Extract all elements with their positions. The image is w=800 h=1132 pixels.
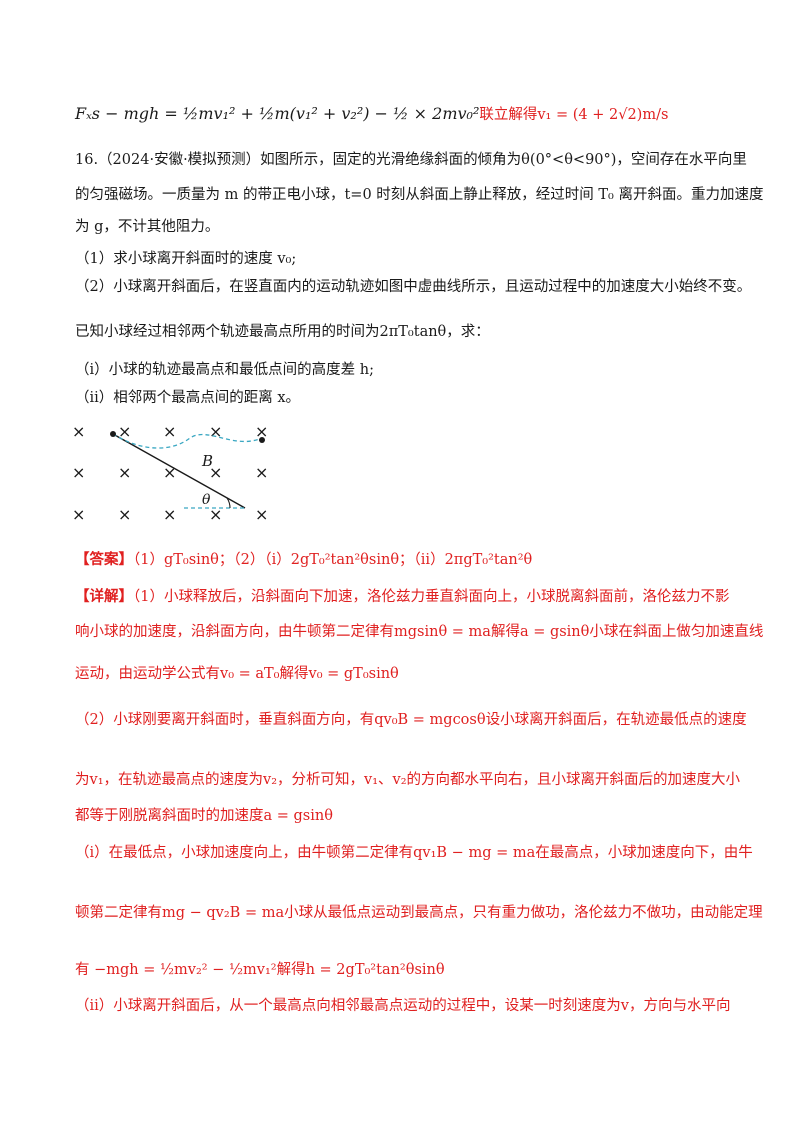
equation-energy: Fₓs − mgh = ½mv₁² + ½m(v₁² + v₂²) − ½ × …	[75, 104, 668, 125]
question-part-1: （1）求小球离开斜面时的速度 v₀;	[75, 251, 297, 267]
detail-line-7: （ⅰ）在最低点，小球加速度向上，由牛顿第二定律有qv₁B − mg = ma在最…	[75, 845, 753, 861]
question-line-3: 为 g，不计其他阻力。	[75, 219, 220, 235]
field-cross: ×	[118, 505, 131, 524]
field-cross: ×	[209, 505, 222, 524]
detail-line-8: 顿第二定律有mg − qv₂B = ma小球从最低点运动到最高点，只有重力做功，…	[75, 905, 763, 921]
field-cross: ×	[72, 505, 85, 524]
detail-line-2: 响小球的加速度，沿斜面方向，由牛顿第二定律有mgsinθ = ma解得a = g…	[75, 624, 764, 640]
detail-line-6: 都等于刚脱离斜面时的加速度a = gsinθ	[75, 808, 333, 824]
field-cross: ×	[72, 463, 85, 482]
field-cross: ×	[72, 422, 85, 441]
detail-line-10: （ⅱ）小球离开斜面后，从一个最高点向相邻最高点运动的过程中，设某一时刻速度为v，…	[75, 998, 731, 1014]
magnetic-field-figure: × × × × × × × × × × × × × × × B θ	[72, 422, 268, 524]
detail-line-9: 有 −mgh = ½mv₂² − ½mv₁²解得h = 2gT₀²tan²θsi…	[75, 962, 445, 978]
detail-tag: 【详解】	[75, 588, 133, 605]
field-cross: ×	[118, 422, 131, 441]
answer-tag: 【答案】	[75, 551, 133, 568]
answer-body: （1）gT₀sinθ；（2）（ⅰ）2gT₀²tan²θsinθ；（ⅱ）2πgT₀…	[133, 552, 533, 568]
trajectory-dashed-curve	[112, 433, 263, 449]
field-cross: ×	[118, 463, 131, 482]
answer-line: 【答案】（1）gT₀sinθ；（2）（ⅰ）2gT₀²tan²θsinθ；（ⅱ）2…	[75, 550, 532, 570]
energy-formula: Fₓs − mgh = ½mv₁² + ½m(v₁² + v₂²) − ½ × …	[75, 104, 480, 123]
field-cross: ×	[163, 422, 176, 441]
field-cross: ×	[163, 505, 176, 524]
question-sub-i: （ⅰ）小球的轨迹最高点和最低点间的高度差 h;	[75, 362, 374, 378]
angle-arc	[226, 497, 231, 509]
ball-end-dot	[259, 437, 265, 443]
field-cross: ×	[255, 463, 268, 482]
question-line-4: 已知小球经过相邻两个轨迹最高点所用的时间为2πT₀tanθ，求：	[75, 324, 490, 340]
field-cross: ×	[209, 463, 222, 482]
question-sub-ii: （ⅱ）相邻两个最高点间的距离 x。	[75, 390, 301, 406]
detail-line-3: 运动，由运动学公式有v₀ = aT₀解得v₀ = gT₀sinθ	[75, 666, 399, 682]
field-cross: ×	[255, 422, 268, 441]
ball-start-dot	[110, 431, 116, 437]
question-line-1: 16.（2024·安徽·模拟预测）如图所示，固定的光滑绝缘斜面的倾角为θ(0°<…	[75, 152, 747, 168]
detail-text-1: （1）小球释放后，沿斜面向下加速，洛伦兹力垂直斜面向上，小球脱离斜面前，洛伦兹力…	[133, 589, 730, 605]
detail-line-4: （2）小球刚要离开斜面时，垂直斜面方向，有qv₀B = mgcosθ设小球离开斜…	[75, 712, 747, 728]
incline-line	[112, 433, 246, 509]
detail-line-1: 【详解】（1）小球释放后，沿斜面向下加速，洛伦兹力垂直斜面向上，小球脱离斜面前，…	[75, 587, 729, 607]
question-part-2: （2）小球离开斜面后，在竖直面内的运动轨迹如图中虚曲线所示，且运动过程中的加速度…	[75, 279, 752, 295]
label-B: B	[201, 452, 213, 470]
question-line-2: 的匀强磁场。一质量为 m 的带正电小球，t=0 时刻从斜面上静止释放，经过时间 …	[75, 187, 764, 203]
detail-line-5: 为v₁，在轨迹最高点的速度为v₂，分析可知，v₁、v₂的方向都水平向右，且小球离…	[75, 772, 741, 788]
label-theta: θ	[202, 492, 211, 508]
field-cross: ×	[255, 505, 268, 524]
energy-result: 联立解得v₁ = (4 + 2√2)m/s	[479, 107, 669, 123]
